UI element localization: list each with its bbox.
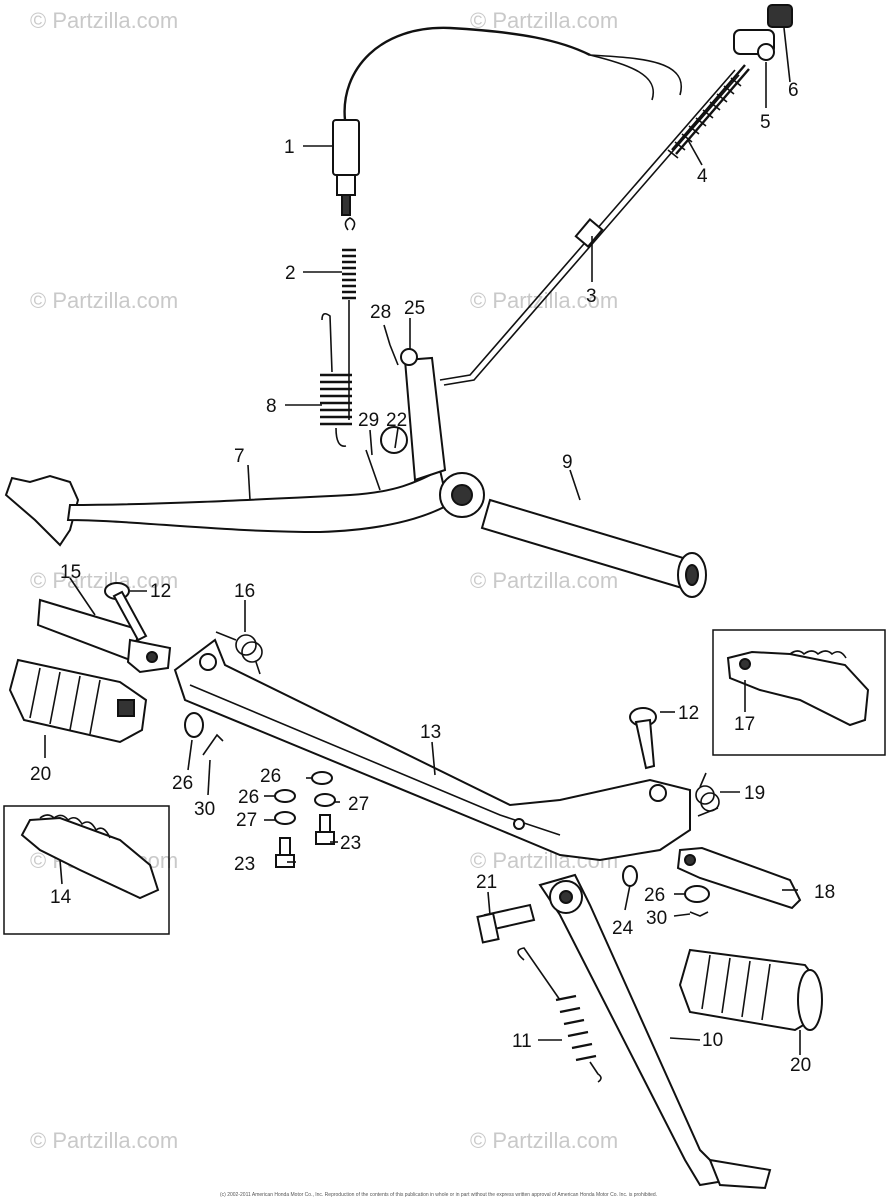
part-1-brake-light-switch [332,26,683,216]
label-part-4: 4 [697,166,708,187]
part-16-spring [215,631,263,675]
watermark: © Partzilla.com [30,1128,178,1153]
label-part-30: 30 [646,908,667,929]
part-11-stand-spring [517,947,602,1083]
label-part-11: 11 [512,1031,532,1052]
part-13-main-step-bar [173,638,691,862]
watermark: © Partzilla.com [30,288,178,313]
label-part-27: 27 [236,810,257,831]
label-part-20-left: 20 [30,764,51,785]
label-part-10: 10 [702,1030,723,1051]
part-15-left-footpeg [36,598,172,674]
part-12-pin [104,582,148,642]
part-12-pin-right [629,707,657,770]
label-part-24: 24 [612,918,634,939]
label-part-1: 1 [284,137,295,158]
label-part-13: 13 [420,722,441,743]
label-part-26: 26 [172,773,193,794]
label-part-12-right: 12 [678,703,699,724]
part-10-side-stand [538,873,772,1190]
inset-box-14 [3,805,170,935]
part-17-footpeg-alt [726,650,870,727]
label-part-6: 6 [788,80,799,101]
label-part-3: 3 [586,286,597,307]
leader-lines [44,27,801,1055]
label-part-2: 2 [285,263,296,284]
watermark: © Partzilla.com [470,8,618,33]
label-part-14: 14 [50,887,72,908]
part-3-4-brake-rod [439,64,750,386]
label-part-30: 30 [194,799,215,820]
part-7-brake-pedal [4,356,485,547]
part-21-bolt [476,865,638,944]
part-14-footpeg-alt [20,814,160,900]
label-part-17: 17 [734,714,755,735]
label-part-7: 7 [234,446,245,467]
label-part-25: 25 [404,298,425,319]
part-20-footpeg-rubber-left [8,658,148,744]
watermarks: © Partzilla.com © Partzilla.com © Partzi… [30,8,618,1153]
part-9-pivot-shaft [480,498,707,598]
part-8-return-spring [320,312,352,447]
label-part-8: 8 [266,396,277,417]
watermark: © Partzilla.com [470,1128,618,1153]
label-part-20-right: 20 [790,1055,811,1076]
label-part-26: 26 [644,885,665,906]
part-20-footpeg-rubber-right [678,948,823,1032]
label-part-19: 19 [744,783,765,804]
watermark: © Partzilla.com [30,568,178,593]
label-part-22: 22 [386,410,407,431]
part-2-switch-spring [342,217,356,420]
label-part-29: 29 [358,410,379,431]
small-parts-upper [365,344,418,491]
label-part-28: 28 [370,302,391,323]
part-5-6-joint-nut [733,4,793,61]
label-part-5: 5 [760,112,771,133]
label-part-26: 26 [238,787,259,808]
label-part-23-left: 23 [234,854,255,875]
copyright-notice: (c) 2002-2011 American Honda Motor Co., … [220,1192,657,1198]
label-part-18: 18 [814,882,835,903]
label-part-26: 26 [260,766,281,787]
part-18-right-footpeg [676,846,802,910]
label-part-12: 12 [150,581,171,602]
label-part-27: 27 [348,794,369,815]
part-19-spring [695,772,720,817]
label-part-15: 15 [60,562,81,583]
label-part-16: 16 [234,581,255,602]
watermark: © Partzilla.com [470,568,618,593]
fasteners-right [684,885,710,917]
label-part-9: 9 [562,452,573,473]
watermark: © Partzilla.com [30,8,178,33]
label-part-23-right: 23 [340,833,361,854]
label-part-21: 21 [476,872,497,893]
inset-box-17 [712,629,886,756]
part-labels: 1 2 3 4 5 6 7 8 9 10 11 12 12 13 14 15 1… [30,80,835,1076]
